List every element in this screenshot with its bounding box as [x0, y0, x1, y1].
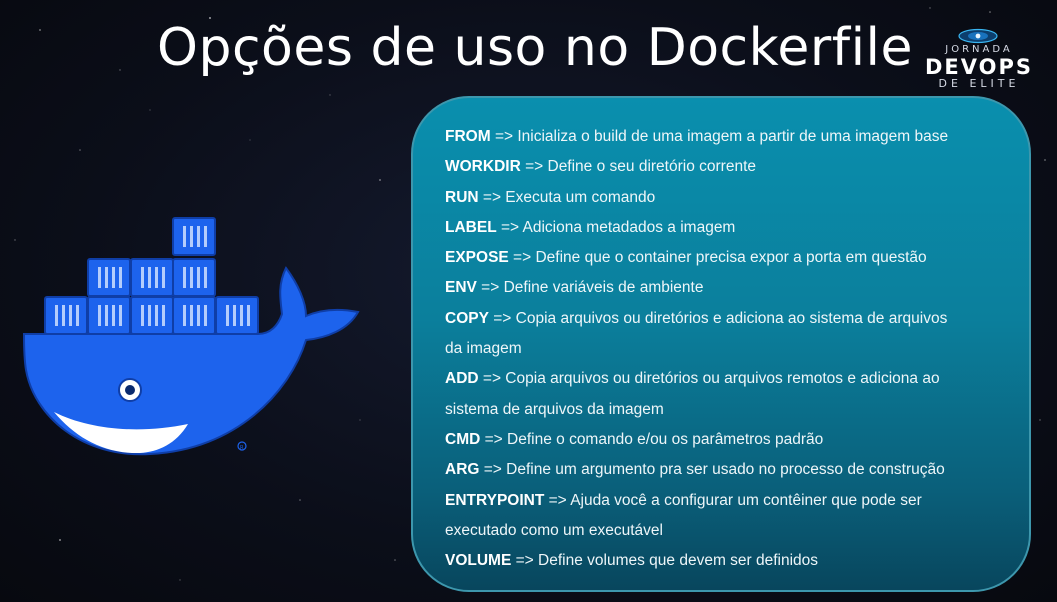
command-keyword: EXPOSE — [445, 249, 509, 267]
dockerfile-commands-list: FROM => Inicializa o build de uma imagem… — [445, 122, 1025, 576]
command-keyword: VOLUME — [445, 552, 512, 570]
list-item: EXPOSE => Define que o container precisa… — [445, 243, 1025, 273]
dockerfile-options-panel: FROM => Inicializa o build de uma imagem… — [411, 96, 1031, 592]
list-item: LABEL => Adiciona metadados a imagem — [445, 213, 1025, 243]
jornada-devops-logo: JORNADA DEVOPS DE ELITE — [910, 28, 1048, 90]
command-keyword: COPY — [445, 309, 489, 327]
command-description: => Copia arquivos ou diretórios ou arqui… — [478, 370, 940, 388]
command-description: => Ajuda você a configurar um contêiner … — [544, 491, 922, 509]
command-description: => Define um argumento pra ser usado no … — [479, 461, 945, 479]
list-item: WORKDIR => Define o seu diretório corren… — [445, 152, 1025, 182]
command-description: => Adiciona metadados a imagem — [496, 218, 736, 236]
command-keyword: CMD — [445, 430, 481, 448]
logo-line-jornada: JORNADA — [945, 44, 1013, 55]
logo-line-de-elite: DE ELITE — [938, 77, 1020, 90]
command-keyword: LABEL — [445, 218, 497, 236]
slide-title: Opções de uso no Dockerfile — [157, 18, 913, 78]
command-keyword: WORKDIR — [445, 158, 521, 176]
command-description: => Executa um comando — [478, 188, 656, 206]
docker-whale-icon: R — [22, 217, 360, 456]
list-item-continuation: da imagem — [445, 340, 522, 358]
command-keyword: ADD — [445, 370, 479, 388]
svg-text:R: R — [240, 445, 244, 451]
command-keyword: FROM — [445, 128, 491, 145]
list-item-continuation: executado como um executável — [445, 521, 663, 539]
command-keyword: ARG — [445, 461, 480, 479]
list-item: ENV => Define variáveis de ambiente — [445, 273, 1025, 303]
list-item-continuation: sistema de arquivos da imagem — [445, 400, 664, 418]
list-item: ARG => Define um argumento pra ser usado… — [445, 455, 1025, 485]
command-description: => Define o comando e/ou os parâmetros p… — [480, 430, 824, 448]
list-item: COPY => Copia arquivos ou diretórios e a… — [445, 304, 1025, 334]
list-item: ENTRYPOINT => Ajuda você a configurar um… — [445, 486, 1025, 516]
logo-eye-icon — [958, 28, 998, 44]
command-description: => Define o seu diretório corrente — [520, 158, 756, 176]
command-description: => Inicializa o build de uma imagem a pa… — [490, 128, 949, 145]
list-item: ADD => Copia arquivos ou diretórios ou a… — [445, 364, 1025, 394]
logo-line-devops: DEVOPS — [924, 55, 1034, 79]
list-item: VOLUME => Define volumes que devem ser d… — [445, 546, 1025, 576]
command-description: => Define volumes que devem ser definido… — [511, 552, 819, 570]
list-item: CMD => Define o comando e/ou os parâmetr… — [445, 425, 1025, 455]
command-description: => Define que o container precisa expor … — [508, 249, 927, 267]
list-item: FROM => Inicializa o build de uma imagem… — [445, 122, 1025, 152]
command-keyword: ENV — [445, 279, 477, 297]
command-description: => Copia arquivos ou diretórios e adicio… — [488, 309, 948, 327]
command-description: => Define variáveis de ambiente — [476, 279, 704, 297]
command-keyword: RUN — [445, 188, 479, 206]
command-keyword: ENTRYPOINT — [445, 491, 545, 509]
list-item: RUN => Executa um comando — [445, 183, 1025, 213]
